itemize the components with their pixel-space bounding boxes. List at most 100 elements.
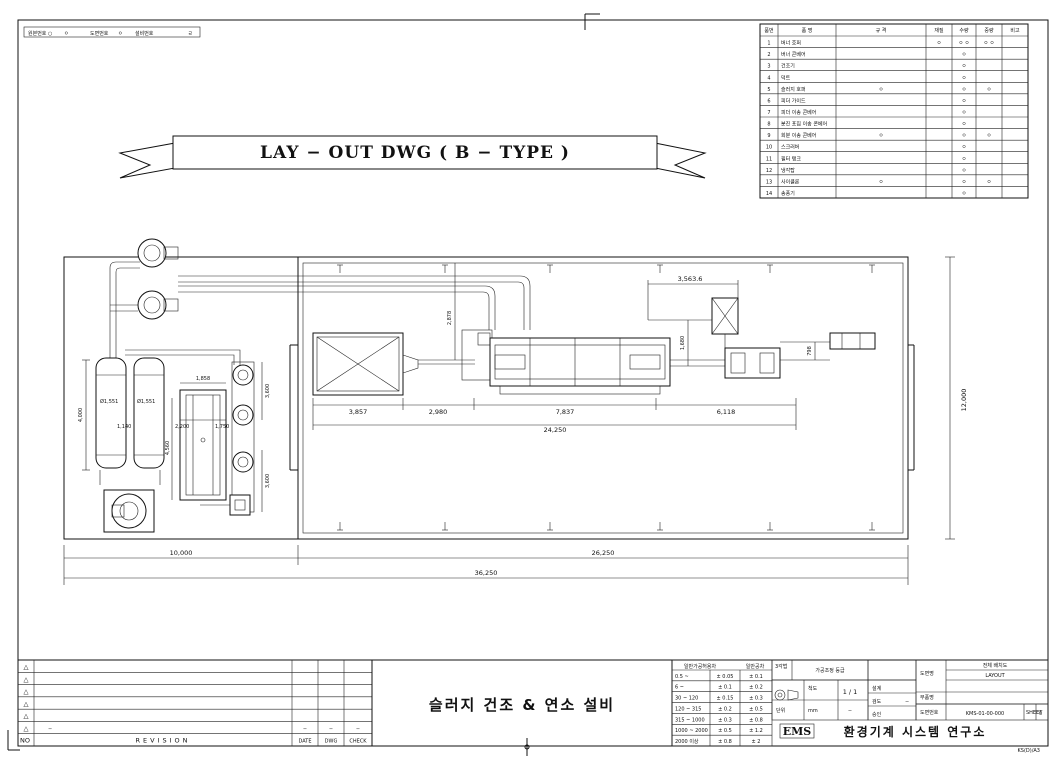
parts-cell-no: 12 (766, 168, 772, 174)
parts-cell-wt: ㅇ (987, 179, 992, 185)
method-label: 3각법 (775, 663, 787, 670)
parts-header: 재질 (934, 27, 944, 34)
parts-cell-name: 피더 가이드 (781, 97, 806, 104)
revision-symbol-icon: △ (24, 700, 29, 708)
parts-cell-wt: ㅇ (987, 87, 992, 93)
scale-label: 척도 (808, 685, 818, 692)
parts-cell-name: 피더 이송 콘베어 (781, 109, 816, 116)
dim-seg4: 6,118 (717, 408, 736, 416)
checked-dash: − (905, 699, 909, 705)
revision-symbol-icon: △ (24, 724, 29, 732)
building-columns (337, 264, 875, 531)
parts-header: 규 격 (876, 27, 887, 34)
parts-cell-qty: ㅇ ㅇ (959, 41, 970, 47)
tolerance-value: ± 0.05 (717, 674, 734, 680)
header-strip-item: ㅇ (118, 31, 123, 37)
revision-symbol-icon: △ (24, 688, 29, 696)
designed-label: 설계 (872, 685, 882, 692)
parts-cell-wt: ㅇ (987, 133, 992, 139)
revision-symbol-icon: △ (24, 712, 29, 720)
dim-frame-w: 2,200 (175, 424, 189, 430)
parts-cell-qty: ㅇ (962, 110, 967, 116)
tank-right (133, 357, 165, 469)
dim-dryer-span: 24,250 (544, 426, 567, 434)
parts-cell-qty: ㅇ (962, 133, 967, 139)
parts-cell-no: 4 (767, 75, 770, 81)
tolerance-header: 일반가공허용차 (684, 663, 717, 670)
tolerance-value: ± 1.2 (749, 728, 763, 734)
revision-check-dash: − (356, 726, 360, 732)
footer-code: KS(D)/A3 (1018, 748, 1041, 754)
parts-cell-wt: ㅇ ㅇ (984, 41, 995, 47)
part-label: 부품명 (920, 694, 934, 701)
revision-col-no: NO (20, 737, 30, 745)
parts-cell-qty: ㅇ (962, 75, 967, 81)
tolerance-value: ± 0.2 (749, 685, 763, 691)
company-name: 환경기계 시스템 연구소 (844, 724, 987, 739)
drawing-title-label: 도면명 (920, 670, 934, 677)
dim-seg2: 2,980 (429, 408, 448, 416)
parts-cell-qty: ㅇ (962, 98, 967, 104)
tolerance-value: ± 0.8 (749, 717, 763, 723)
header-strip-item: ㄹ (188, 31, 193, 37)
parts-cell-no: 3 (767, 64, 770, 70)
parts-cell-qty: ㅇ (962, 64, 967, 70)
parts-header: 비고 (1010, 27, 1020, 34)
parts-cell-name: 분진 포집 이송 콘베어 (781, 121, 827, 128)
dimension-lines (63, 256, 955, 585)
banner-title: LAY − OUT DWG ( B − TYPE ) (260, 143, 570, 163)
tolerance-range: 1000 ~ 2000 (675, 728, 708, 734)
tolerance-header: 일반공차 (746, 663, 765, 670)
company-logo: EMS (783, 725, 812, 738)
dim-top-offset: 3,563.6 (678, 275, 703, 283)
parts-cell-name: 버너 호퍼 (781, 40, 801, 47)
parts-cell-name: 스크러버 (781, 144, 799, 151)
scale-value: 1 / 1 (843, 688, 858, 696)
unit-label: 단위 (776, 707, 785, 714)
dryer-building (297, 256, 909, 540)
dim-tank-d2: Ø1,551 (137, 398, 155, 405)
tank-left (95, 357, 127, 469)
parts-cell-qty: ㅇ (962, 179, 967, 185)
parts-cell-mat: ㅇ (937, 41, 942, 47)
tolerance-value: ± 0.5 (718, 728, 732, 734)
revision-row-mark: − (48, 726, 52, 732)
dim-seg1: 3,857 (349, 408, 368, 416)
tolerance-value: ± 0.5 (749, 706, 763, 712)
parts-cell-qty: ㅇ (962, 145, 967, 151)
title-banner: LAY − OUT DWG ( B − TYPE ) (118, 135, 707, 179)
dim-tank-h: 4,000 (78, 408, 84, 422)
burner (829, 332, 876, 350)
dim-hopper-h: 1,140 (117, 424, 131, 430)
rotary-dryer (461, 329, 725, 395)
parts-cell-spec: ㅇ (879, 133, 884, 139)
drawing-no-label: 도면번호 (920, 709, 939, 716)
parts-cell-no: 7 (767, 110, 770, 116)
approved-label: 승인 (872, 711, 882, 718)
parts-header: 중량 (984, 27, 994, 34)
revision-col-revision: REVISION (135, 737, 190, 745)
tolerance-value: ± 2 (752, 739, 761, 745)
header-strip-item: 원본번호 (28, 30, 47, 37)
parts-header: 품 명 (802, 27, 813, 34)
parts-header: 품번 (764, 27, 774, 34)
revision-symbol-icon: △ (24, 663, 29, 671)
scrubber-columns (200, 361, 255, 516)
dim-col-h1: 3,600 (265, 384, 271, 398)
unit-dash: − (848, 708, 852, 714)
parts-cell-qty: ㅇ (962, 168, 967, 174)
revision-col-date: DATE (298, 739, 311, 745)
parts-cell-qty: ㅇ (962, 122, 967, 128)
plant-layout: Ø1,551 Ø1,551 (63, 238, 968, 585)
twin-tanks: Ø1,551 Ø1,551 (95, 357, 165, 485)
blower-lower (137, 290, 179, 320)
revision-symbol-icon: △ (24, 675, 29, 683)
parts-cell-name: 버너 콘베어 (781, 51, 806, 58)
dim-seg3: 7,837 (556, 408, 575, 416)
revision-dwg-dash: − (329, 726, 333, 732)
revision-col-dwg: DWG (325, 739, 338, 745)
